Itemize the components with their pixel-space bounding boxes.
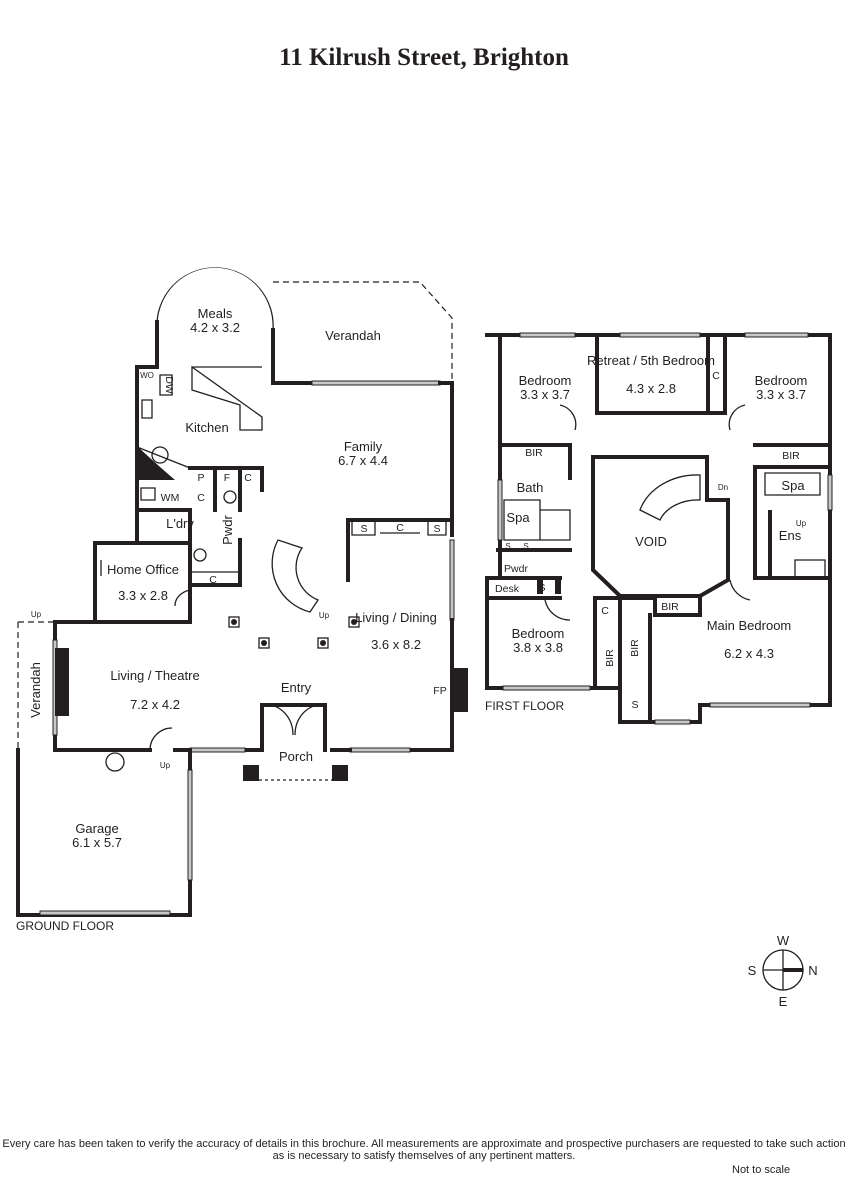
label-pantry: P xyxy=(197,472,204,484)
room-bedroom-1: Bedroom xyxy=(519,373,572,388)
room-porch: Porch xyxy=(279,749,313,764)
compass-south: S xyxy=(748,963,757,978)
label-fireplace: FP xyxy=(433,685,446,697)
room-main-bedroom: Main Bedroom xyxy=(707,618,792,633)
room-living-theatre: Living / Theatre xyxy=(110,668,199,683)
room-living-theatre-size: 7.2 x 4.2 xyxy=(130,697,180,712)
ground-floor-labels: Meals 4.2 x 3.2 Verandah Kitchen Family … xyxy=(16,306,447,933)
label-cupboard: C xyxy=(244,472,252,484)
label-spa: Spa xyxy=(506,510,530,525)
room-home-office: Home Office xyxy=(107,562,179,577)
page-title: 11 Kilrush Street, Brighton xyxy=(279,44,569,71)
label-bir: BIR xyxy=(525,447,543,459)
room-laundry: L'dry xyxy=(166,516,194,531)
room-void: VOID xyxy=(635,534,667,549)
label-wo: WO xyxy=(140,371,154,380)
room-powder: Pwdr xyxy=(504,563,528,575)
label-bir: BIR xyxy=(629,639,641,657)
room-meals-size: 4.2 x 3.2 xyxy=(190,320,240,335)
room-garage-size: 6.1 x 5.7 xyxy=(72,835,122,850)
label-stairs-up: Up xyxy=(160,761,171,770)
first-floor-labels: Bedroom 3.3 x 3.7 Retreat / 5th Bedroom … xyxy=(485,353,807,713)
room-bedroom-1-size: 3.3 x 3.7 xyxy=(520,387,570,402)
label-cupboard: C xyxy=(601,605,609,617)
label-bir: BIR xyxy=(661,601,679,613)
room-bedroom-3: Bedroom xyxy=(512,626,565,641)
label-storage: S xyxy=(523,542,528,551)
room-family: Family xyxy=(344,439,383,454)
room-living-dining-size: 3.6 x 8.2 xyxy=(371,637,421,652)
room-bedroom-2-size: 3.3 x 3.7 xyxy=(756,387,806,402)
room-bedroom-2: Bedroom xyxy=(755,373,808,388)
compass-north: N xyxy=(808,963,817,978)
room-side-verandah: Verandah xyxy=(28,662,43,718)
room-main-bedroom-size: 6.2 x 4.3 xyxy=(724,646,774,661)
label-storage: S xyxy=(538,582,545,594)
label-cupboard: C xyxy=(209,574,217,586)
room-living-dining: Living / Dining xyxy=(355,610,437,625)
label-spa: Spa xyxy=(781,478,805,493)
first-floor-label: FIRST FLOOR xyxy=(485,699,564,713)
ground-floor-label: GROUND FLOOR xyxy=(16,919,114,933)
scale-note: Not to scale xyxy=(732,1164,791,1176)
room-entry: Entry xyxy=(281,680,312,695)
label-storage: S xyxy=(505,542,510,551)
first-floor-walls xyxy=(485,332,833,725)
room-verandah: Verandah xyxy=(325,328,381,343)
fireplace xyxy=(452,668,468,712)
room-retreat-size: 4.3 x 2.8 xyxy=(626,381,676,396)
room-retreat: Retreat / 5th Bedroom xyxy=(587,353,715,368)
label-desk: Desk xyxy=(495,583,520,595)
ground-floor-walls xyxy=(16,267,468,917)
room-meals: Meals xyxy=(198,306,233,321)
label-wm: WM xyxy=(161,492,180,504)
room-family-size: 6.7 x 4.4 xyxy=(338,453,388,468)
label-dw: DW xyxy=(163,376,175,394)
compass-west: W xyxy=(777,933,790,948)
room-bedroom-3-size: 3.8 x 3.8 xyxy=(513,640,563,655)
room-bath: Bath xyxy=(517,480,544,495)
label-storage: S xyxy=(631,699,638,711)
disclaimer: Every care has been taken to verify the … xyxy=(2,1138,846,1162)
room-kitchen: Kitchen xyxy=(185,420,228,435)
label-bir: BIR xyxy=(604,649,616,667)
label-cupboard: C xyxy=(712,370,720,382)
label-storage: S xyxy=(360,523,367,535)
compass-east: E xyxy=(779,994,788,1009)
room-ensuite: Ens xyxy=(779,528,802,543)
compass: W E S N xyxy=(748,933,818,1009)
label-stairs-up: Up xyxy=(31,610,42,619)
room-garage: Garage xyxy=(75,821,118,836)
label-cupboard: C xyxy=(197,492,205,504)
label-stairs-up: Up xyxy=(319,611,330,620)
label-up: Up xyxy=(796,519,807,528)
label-storage: S xyxy=(433,523,440,535)
room-powder: Pwdr xyxy=(220,515,235,545)
label-cupboard: C xyxy=(396,522,404,534)
label-fridge: F xyxy=(224,472,230,484)
room-home-office-size: 3.3 x 2.8 xyxy=(118,588,168,603)
label-bir: BIR xyxy=(782,450,800,462)
label-stairs-down: Dn xyxy=(718,483,728,492)
